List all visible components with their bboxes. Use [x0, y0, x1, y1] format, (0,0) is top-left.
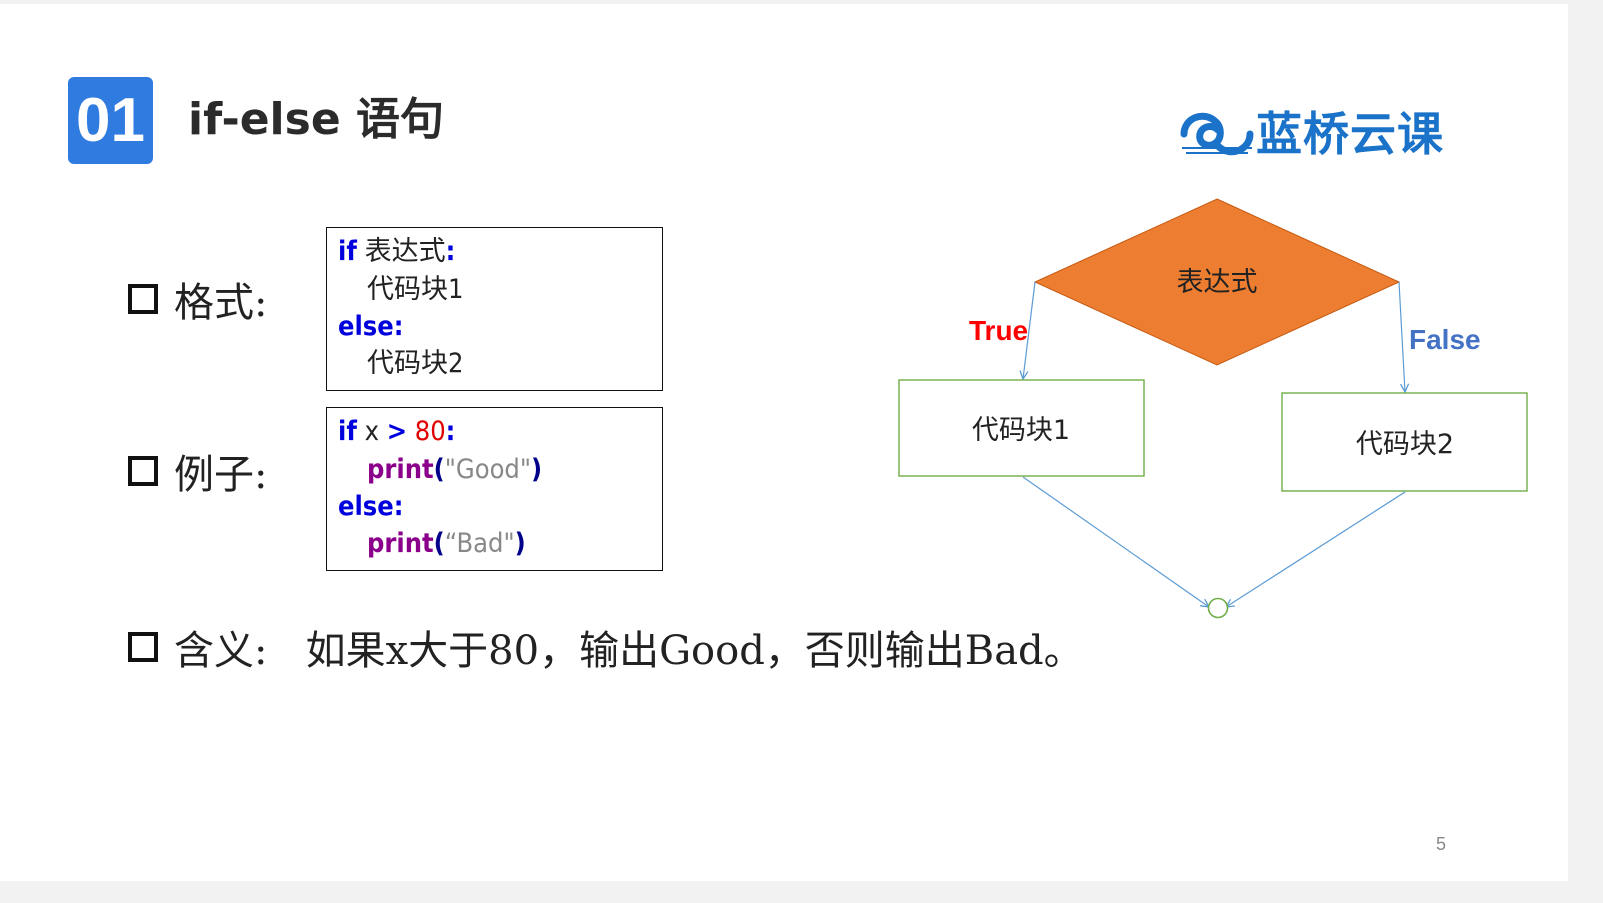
code-paren: ( [433, 454, 445, 485]
logo-text: 蓝桥云课 [1256, 107, 1444, 161]
code-paren: ( [433, 528, 445, 559]
code-line-2: print("Good") [367, 452, 542, 488]
merge-arrow-right [1226, 491, 1406, 607]
code-line-3: else: [338, 309, 403, 345]
code-text: 表达式 [356, 236, 446, 267]
code-colon: : [445, 416, 456, 447]
code-keyword: else [338, 311, 394, 342]
lanqiao-logo-icon [1180, 112, 1254, 156]
code-colon: : [393, 491, 404, 522]
code-line-3: else: [338, 489, 403, 525]
code-line-4: 代码块2 [367, 346, 463, 382]
true-label: True [969, 315, 1028, 346]
code-operator: > [386, 416, 408, 447]
code-colon: : [445, 236, 456, 267]
merge-arrow-left [1022, 476, 1209, 607]
code-colon: : [393, 311, 404, 342]
bullet-format: 格式: [128, 270, 267, 328]
code-paren: ) [531, 454, 543, 485]
section-number-badge: 01 [68, 77, 153, 164]
bullet-format-label: 格式: [174, 280, 268, 326]
code-function: print [367, 454, 434, 485]
code-keyword: if [338, 416, 357, 447]
code-text: 代码块1 [367, 274, 464, 305]
true-arrow [1023, 281, 1036, 379]
bullet-meaning: 含义: 如果x大于80，输出Good，否则输出Bad。 [128, 618, 1084, 676]
code-line-1: if 表达式: [338, 234, 455, 270]
page-number: 5 [1436, 834, 1447, 854]
code-string: "Good" [444, 454, 532, 485]
slide-title: if-else 语句 [188, 94, 444, 145]
code-number: 80 [407, 416, 446, 447]
false-label: False [1409, 324, 1481, 355]
code-block-2-label: 代码块2 [1356, 429, 1454, 460]
code-keyword: else [338, 491, 394, 522]
if-else-flowchart: 表达式 True False 代码块1 代码块2 [898, 198, 1528, 619]
code-string: “Bad" [444, 528, 515, 559]
code-variable: x [356, 416, 387, 447]
code-block-1-label: 代码块1 [972, 415, 1070, 446]
checkbox-bullet-icon [128, 632, 158, 662]
example-code-box: if x > 80: print("Good") else: print(“Ba… [326, 407, 663, 571]
false-arrow [1398, 281, 1405, 392]
checkbox-bullet-icon [128, 456, 158, 486]
code-paren: ) [514, 528, 526, 559]
code-block-1-box [898, 379, 1145, 477]
bullet-example-label: 例子: [174, 452, 268, 498]
bullet-meaning-text: 含义: 如果x大于80，输出Good，否则输出Bad。 [174, 628, 1084, 674]
code-function: print [367, 528, 434, 559]
slide: 01 if-else 语句 蓝桥云课 格式: 例子: 含义: 如果x大于80，输… [0, 4, 1568, 881]
bullet-example: 例子: [128, 442, 267, 500]
format-code-box: if 表达式: 代码块1 else: 代码块2 [326, 227, 663, 391]
code-line-4: print(“Bad") [367, 526, 526, 562]
merge-node [1207, 597, 1229, 619]
code-keyword: if [338, 236, 357, 267]
code-line-1: if x > 80: [338, 414, 455, 450]
code-line-2: 代码块1 [367, 272, 463, 308]
condition-diamond [1033, 198, 1401, 366]
code-text: 代码块2 [367, 348, 464, 379]
condition-label: 表达式 [1177, 267, 1258, 298]
checkbox-bullet-icon [128, 284, 158, 314]
code-block-2-box [1281, 392, 1528, 492]
